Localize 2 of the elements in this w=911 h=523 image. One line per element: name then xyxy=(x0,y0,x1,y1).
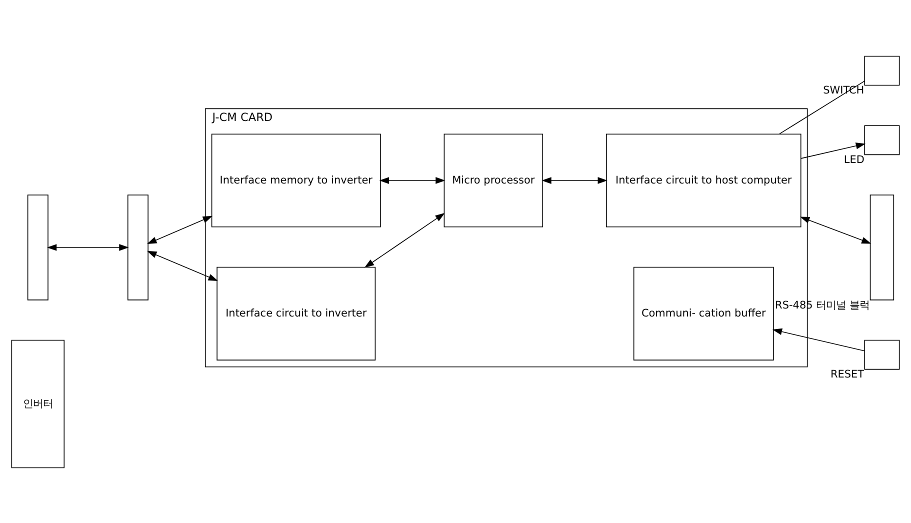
node-label: LED xyxy=(844,154,864,166)
node-label: RESET xyxy=(830,368,864,380)
